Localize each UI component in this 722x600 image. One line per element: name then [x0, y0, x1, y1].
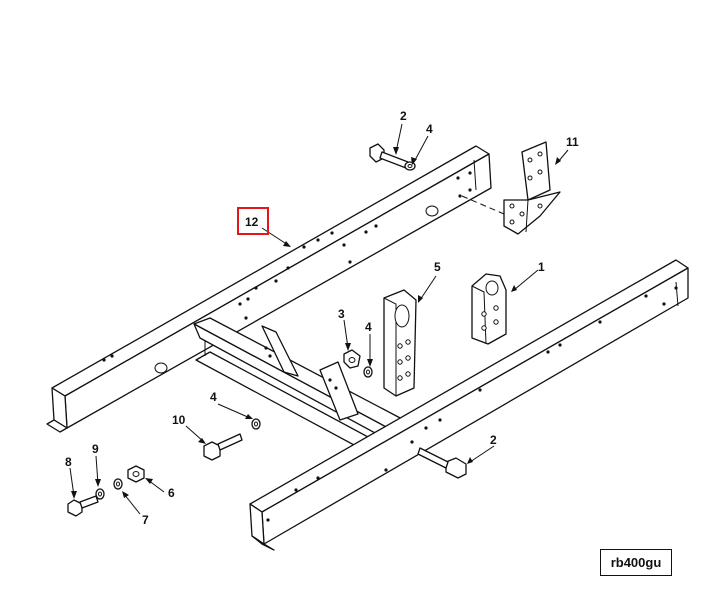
callout-8: 8	[65, 455, 72, 469]
callout-11: 11	[566, 135, 579, 149]
washer-9	[95, 488, 105, 500]
callout-2-top: 2	[400, 109, 407, 123]
nut-6	[127, 465, 145, 483]
callout-1: 1	[538, 260, 545, 274]
left-side-rail	[46, 145, 492, 433]
callout-9: 9	[92, 442, 99, 456]
callout-6: 6	[168, 486, 175, 500]
cross-member	[193, 317, 405, 461]
bracket-11	[503, 141, 561, 235]
washer-4-low	[251, 418, 261, 430]
bolt-10	[203, 433, 243, 461]
washer-4-mid	[363, 366, 373, 378]
callouts: 2 4 11 12 5 1 3 4 4 10 2 9 8 6 7	[65, 109, 579, 527]
alignment-line	[461, 195, 505, 215]
callout-10: 10	[172, 413, 186, 427]
callout-4-low: 4	[210, 390, 217, 404]
callout-5: 5	[434, 260, 441, 274]
callout-2-lower: 2	[490, 433, 497, 447]
bolt-2-lower	[417, 447, 467, 479]
leader-lines	[69, 123, 569, 515]
callout-4-top: 4	[426, 122, 433, 136]
washer-7	[113, 478, 123, 490]
bolt-8	[67, 495, 99, 517]
callout-4-mid: 4	[365, 320, 372, 334]
left-rail-rivet-holes	[102, 171, 472, 362]
bracket-1	[471, 273, 507, 345]
callout-7: 7	[142, 513, 149, 527]
nut-3	[343, 349, 361, 369]
right-side-rail	[249, 259, 689, 551]
callout-12-highlight	[237, 207, 269, 235]
callout-3: 3	[338, 307, 345, 321]
callout-12: 12	[245, 215, 259, 229]
bracket-5	[383, 289, 417, 397]
bolt-2-top	[369, 143, 409, 169]
reference-code-label: rb400gu	[600, 549, 672, 576]
right-rail-rivet-holes	[266, 286, 678, 522]
